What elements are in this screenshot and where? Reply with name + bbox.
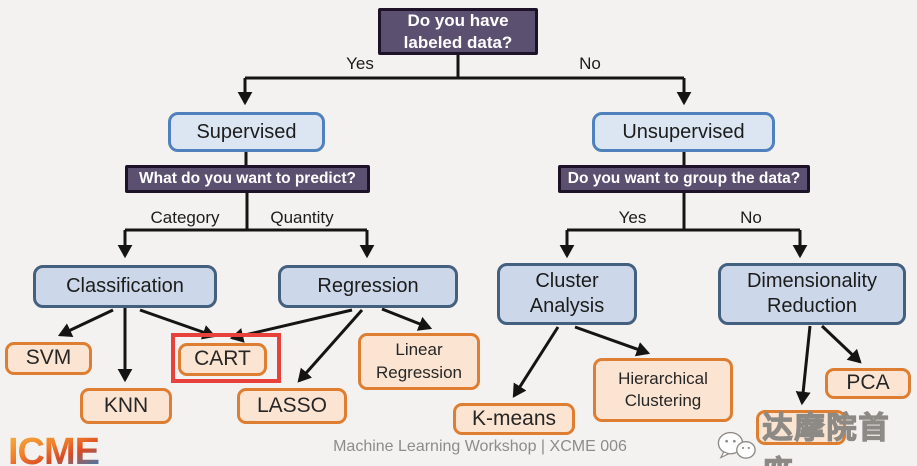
node-predict-question: What do you want to predict?: [125, 165, 370, 193]
connector-cluster-hierarchical: [574, 325, 651, 357]
icme-logo: ICME: [8, 433, 100, 466]
wechat-bubbles-icon: [717, 431, 756, 459]
edge-label-category: Category: [150, 208, 220, 227]
edge-label-quantity: Quantity: [270, 208, 334, 227]
connector-classification-svm: [57, 308, 114, 337]
connector-dimred-pca: [820, 324, 862, 364]
node-unsupervised: Unsupervised: [592, 112, 775, 152]
node-group-question: Do you want to group the data?: [558, 165, 810, 193]
node-classification: Classification: [33, 265, 217, 308]
node-svm: SVM: [5, 342, 92, 375]
connector-regression-linreg: [381, 307, 433, 331]
node-kmeans: K-means: [453, 403, 575, 435]
connector-regression-lasso: [297, 309, 364, 383]
connector-classification-cart: [139, 308, 217, 340]
node-cart: CART: [178, 343, 267, 376]
cart-highlight-box: [171, 333, 281, 383]
node-hierarchical-clustering: Hierarchical Clustering: [593, 358, 733, 422]
node-regression: Regression: [278, 265, 458, 308]
watermark: 达摩院首座: [716, 403, 917, 466]
node-pca: PCA: [825, 368, 911, 399]
watermark-text: 达摩院首座: [762, 411, 891, 466]
node-lasso: LASSO: [237, 388, 347, 424]
node-cluster-analysis: Cluster Analysis: [497, 263, 637, 325]
edge-label-yes-labeled: Yes: [346, 54, 374, 73]
footer-caption: Machine Learning Workshop | XCME 006: [333, 438, 627, 455]
connector-dimred-obscured: [795, 325, 812, 406]
connector-cluster-kmeans: [512, 326, 560, 398]
node-root-question: Do you have labeled data?: [378, 8, 538, 55]
node-supervised: Supervised: [168, 112, 325, 152]
edge-label-yes-group: Yes: [618, 208, 647, 227]
edge-label-no-labeled: No: [579, 54, 601, 73]
node-obscured-leaf: [756, 410, 846, 445]
node-dimensionality-reduction: Dimensionality Reduction: [718, 263, 906, 325]
edge-label-no-group: No: [740, 208, 762, 227]
node-knn: KNN: [80, 388, 172, 424]
node-linear-regression: Linear Regression: [358, 333, 480, 390]
